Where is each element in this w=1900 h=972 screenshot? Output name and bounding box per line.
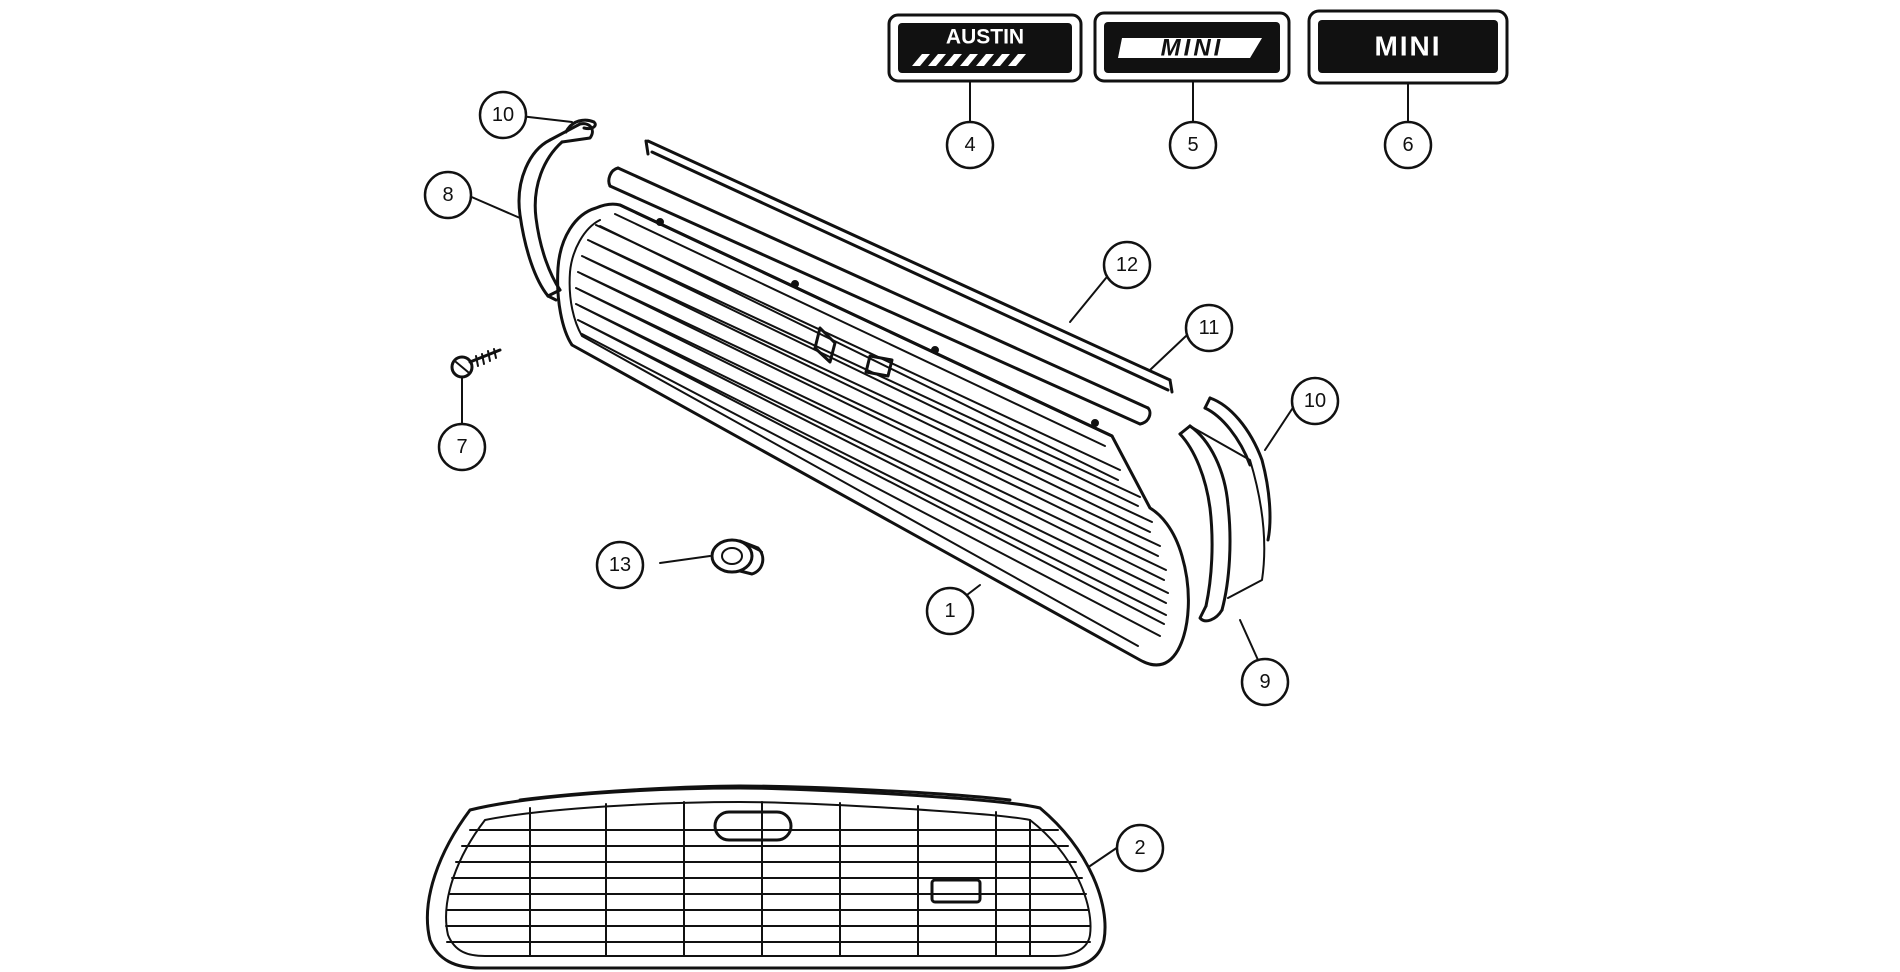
grommet-icon (710, 538, 765, 576)
callout-9: 9 (1240, 657, 1290, 707)
alternative-grille-outline (425, 786, 1107, 970)
callout-8: 8 (423, 170, 473, 220)
austin-badge: AUSTIN (887, 13, 1083, 83)
svg-text:10: 10 (492, 104, 514, 126)
alternative-grille-mesh (445, 829, 1091, 943)
mini-stylised-badge: MINI (1093, 11, 1291, 83)
svg-text:10: 10 (1304, 390, 1326, 412)
alternative-grille (425, 784, 1107, 970)
austin-badge-stripes (912, 54, 1026, 66)
mini-badge-text: MINI (1374, 31, 1441, 62)
svg-text:1: 1 (944, 600, 955, 622)
austin-badge-text: AUSTIN (946, 26, 1024, 49)
svg-text:6: 6 (1402, 134, 1413, 156)
right-finisher (1178, 424, 1266, 623)
callout-7: 7 (437, 422, 487, 472)
callout-10-right: 10 (1290, 376, 1340, 426)
svg-text:8: 8 (442, 184, 453, 206)
mini-badge: MINI (1307, 9, 1509, 85)
callout-13: 13 (595, 540, 645, 590)
callout-10-left: 10 (478, 90, 528, 140)
svg-text:12: 12 (1116, 254, 1138, 276)
upper-seal (644, 139, 1174, 394)
left-clip (564, 118, 597, 134)
svg-text:9: 9 (1259, 671, 1270, 693)
screw-icon (450, 348, 502, 379)
grille-badge-mount (813, 326, 837, 364)
grille-outline (556, 202, 1190, 667)
callout-6: 6 (1383, 120, 1433, 170)
alternative-grille-badge-slot (713, 810, 793, 842)
svg-text:11: 11 (1199, 317, 1220, 339)
callout-4: 4 (945, 120, 995, 170)
svg-text:4: 4 (964, 134, 975, 156)
svg-text:7: 7 (456, 436, 467, 458)
grille-assembly (556, 202, 1190, 667)
svg-text:5: 5 (1187, 134, 1198, 156)
alternative-grille-plate (930, 878, 982, 904)
callout-11: 11 (1184, 303, 1234, 353)
callout-5: 5 (1168, 120, 1218, 170)
right-clip (1203, 396, 1272, 542)
svg-text:2: 2 (1134, 837, 1145, 859)
lower-seal (607, 166, 1152, 426)
svg-text:13: 13 (609, 554, 631, 576)
callout-12: 12 (1102, 240, 1152, 290)
callout-2: 2 (1115, 823, 1165, 873)
grille-louvers (575, 224, 1169, 637)
callout-1: 1 (925, 586, 975, 636)
mini-stylised-badge-text: MINI (1161, 35, 1224, 62)
mini-stylised-badge-band (1118, 38, 1262, 58)
